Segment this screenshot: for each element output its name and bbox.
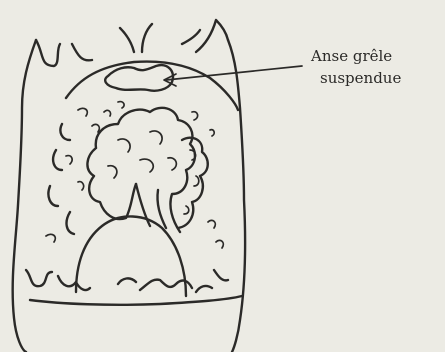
lower-right-scribble bbox=[118, 270, 228, 292]
left-tick bbox=[72, 44, 92, 60]
bottom-line bbox=[30, 296, 242, 305]
mass-inner-coils bbox=[108, 131, 176, 178]
annotation-line-1: Anse grêle bbox=[311, 48, 392, 65]
left-fold bbox=[36, 40, 60, 66]
lower-dome bbox=[76, 216, 186, 296]
center-fold bbox=[120, 24, 152, 52]
lower-left-scribble bbox=[26, 270, 90, 290]
right-fold bbox=[182, 20, 228, 52]
left-coils bbox=[48, 124, 74, 234]
annotation-line-2: suspendue bbox=[320, 70, 401, 87]
suspended-loop bbox=[105, 65, 173, 91]
intestinal-mass bbox=[87, 108, 195, 232]
